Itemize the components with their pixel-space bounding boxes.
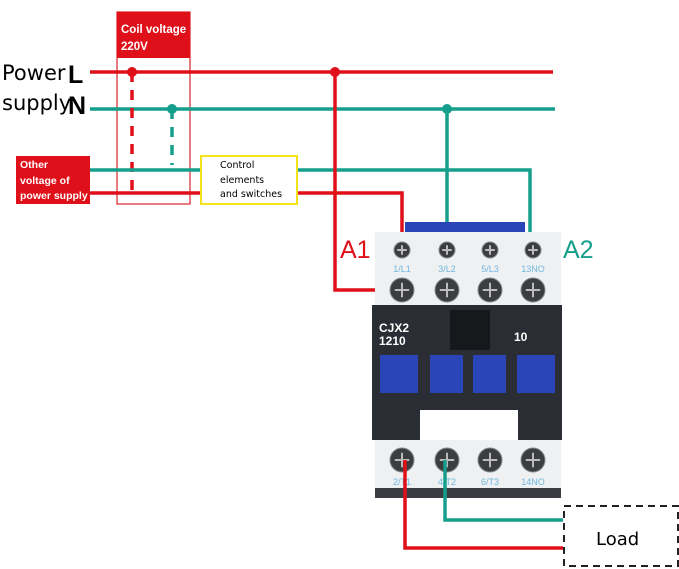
blue-button	[380, 355, 418, 393]
other-voltage-text-1: Other	[20, 159, 48, 171]
contact-code: 10	[514, 330, 528, 344]
junction-dot	[167, 104, 177, 114]
bottom-terminal-label: 6/T3	[481, 477, 499, 487]
screw-slot-icon	[394, 452, 410, 468]
blue-button	[473, 355, 506, 393]
control-text-2: elements	[220, 175, 264, 186]
model-text-1: CJX2	[379, 321, 409, 335]
screw-slot-icon	[525, 282, 541, 298]
coil-voltage-value: 220V	[121, 41, 148, 53]
screw-slot-icon	[525, 452, 541, 468]
a2-label: A2	[563, 236, 594, 264]
coil-housing	[405, 222, 525, 234]
screw-slot-icon	[439, 282, 455, 298]
control-text-1: Control	[220, 160, 254, 171]
screw-slot-icon	[394, 282, 410, 298]
terminals: 1/L1 2/T1 3/L2 4/T2 5/L3 6/T3 13NO 14NO	[389, 241, 546, 487]
control-elements-box	[200, 155, 298, 205]
top-terminal-label: 3/L2	[438, 264, 456, 274]
coil-voltage-text: Coil voltage	[121, 24, 186, 36]
center-slot	[450, 310, 490, 350]
other-voltage-text-2: voltage of	[20, 175, 70, 187]
other-voltage-box	[16, 156, 90, 204]
blue-button	[517, 355, 555, 393]
live-label: L	[68, 61, 83, 89]
mounting-base	[375, 488, 561, 498]
screw-slot-icon	[482, 282, 498, 298]
screw-slot-icon	[485, 245, 495, 255]
bottom-terminal-label: 2/T1	[393, 477, 411, 487]
load-live-wire	[403, 460, 563, 550]
control-text-3: and switches	[220, 189, 282, 200]
label-plate	[420, 410, 518, 442]
load-box	[563, 505, 679, 567]
model-text-2: 1210	[379, 334, 406, 348]
screw-slot-icon	[528, 245, 538, 255]
other-voltage-text-3: power supply	[20, 190, 88, 202]
load-neutral-wire	[443, 460, 563, 522]
screw-slot-icon	[442, 245, 452, 255]
junction-dot	[442, 104, 452, 114]
top-terminal-label: 5/L3	[481, 264, 499, 274]
junction-dot	[127, 67, 137, 77]
top-terminal-label: 1/L1	[393, 264, 411, 274]
supply-label: supply	[2, 91, 71, 115]
bottom-terminal-label: 4/T2	[438, 477, 456, 487]
neutral-label: N	[68, 92, 86, 120]
load-label: Load	[596, 529, 639, 550]
a1-label: A1	[340, 236, 371, 264]
junction-dot	[330, 67, 340, 77]
screw-slot-icon	[439, 452, 455, 468]
top-terminal-label: 13NO	[521, 264, 545, 274]
a1-wire	[90, 191, 404, 250]
screw-slot-icon	[397, 245, 407, 255]
bottom-terminal-label: 14NO	[521, 477, 545, 487]
blue-button	[430, 355, 463, 393]
power-label: Power	[2, 61, 66, 85]
screw-slot-icon	[482, 452, 498, 468]
contactor: CJX2 1210 10 1/L1 2/T1 3/L2 4/T2 5/L3 6/T3 13N…	[372, 222, 562, 498]
coil-voltage-header	[117, 12, 190, 58]
